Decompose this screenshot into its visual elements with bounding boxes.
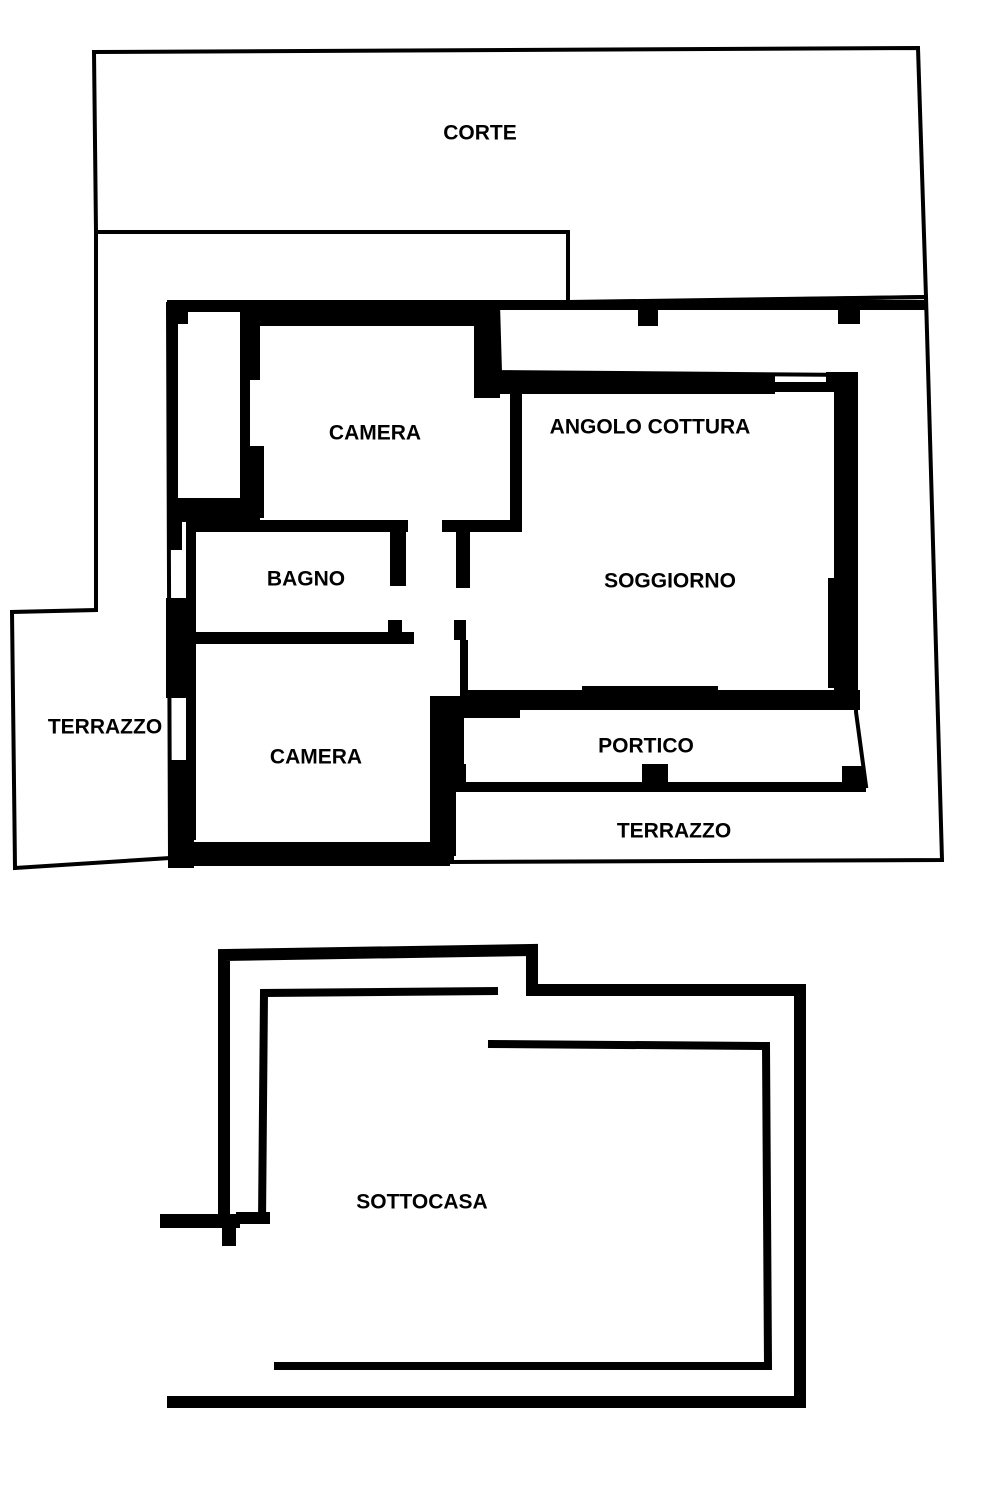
wall xyxy=(240,380,250,446)
wall xyxy=(582,686,718,696)
label-camera-top: CAMERA xyxy=(329,422,421,445)
wall xyxy=(192,632,414,644)
basement-walls xyxy=(160,943,806,1408)
wall xyxy=(167,943,806,1408)
wall xyxy=(430,696,520,718)
wall xyxy=(176,310,188,324)
room-labels: CORTE CAMERA ANGOLO COTTURA BAGNO SOGGIO… xyxy=(48,122,750,1214)
wall xyxy=(838,302,860,324)
label-bagno: BAGNO xyxy=(267,568,345,591)
wall xyxy=(442,520,522,532)
corte-outline xyxy=(91,45,929,305)
label-corte: CORTE xyxy=(443,122,517,145)
wall xyxy=(240,300,260,380)
wall xyxy=(274,1040,773,1370)
house-walls xyxy=(166,300,927,868)
wall xyxy=(642,764,668,786)
wall xyxy=(460,690,860,710)
wall xyxy=(167,300,178,520)
wall xyxy=(454,620,466,640)
label-soggiorno: SOGGIORNO xyxy=(604,570,736,593)
wall xyxy=(160,1214,240,1228)
wall xyxy=(430,696,456,856)
wall xyxy=(258,520,408,532)
wall xyxy=(452,782,866,792)
label-portico: PORTICO xyxy=(598,735,694,758)
wall xyxy=(258,987,499,1223)
label-camera-bottom: CAMERA xyxy=(270,746,362,769)
wall xyxy=(474,300,500,398)
wall xyxy=(236,1212,270,1224)
wall xyxy=(222,1214,236,1246)
label-angolo-cottura: ANGOLO COTTURA xyxy=(550,416,751,439)
wall xyxy=(510,392,522,528)
wall xyxy=(390,530,406,586)
wall xyxy=(456,530,470,588)
wall xyxy=(497,300,927,310)
wall xyxy=(460,640,468,696)
site-outline xyxy=(9,45,945,871)
label-terrazzo-left: TERRAZZO xyxy=(48,716,162,739)
wall xyxy=(497,374,775,394)
label-terrazzo-bottom: TERRAZZO xyxy=(617,820,731,843)
wall xyxy=(770,382,830,392)
label-sottocasa: SOTTOCASA xyxy=(356,1191,487,1214)
wall xyxy=(186,530,196,840)
wall xyxy=(176,498,260,522)
wall xyxy=(842,766,864,786)
wall xyxy=(452,764,466,786)
wall xyxy=(186,522,262,532)
wall xyxy=(240,300,500,326)
wall xyxy=(284,856,344,866)
wall xyxy=(170,520,182,550)
wall xyxy=(828,578,842,688)
wall xyxy=(638,304,658,326)
